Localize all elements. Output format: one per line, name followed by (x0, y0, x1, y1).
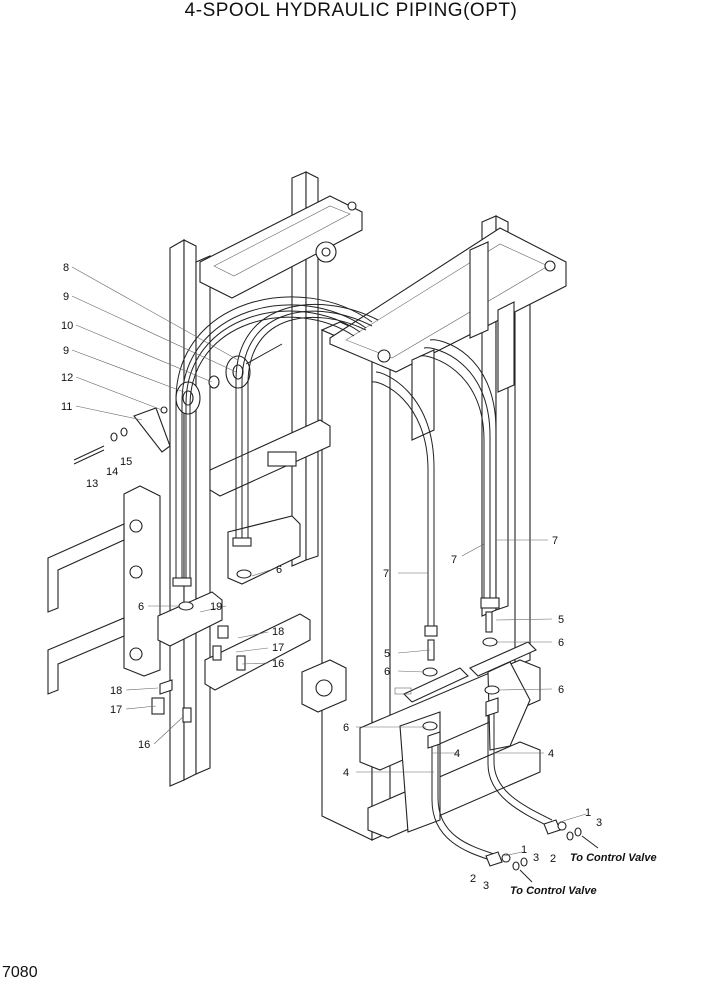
callout-7a: 7 (383, 568, 389, 580)
callout-6a: 6 (138, 601, 144, 613)
callout-18a: 18 (272, 626, 284, 638)
to-control-valve-note-lower: To Control Valve (510, 885, 597, 897)
callout-12: 12 (61, 372, 73, 384)
hydraulic-hoses (175, 296, 553, 861)
callout-5a: 5 (384, 648, 390, 660)
callout-16b: 16 (138, 739, 150, 751)
callout-6c: 6 (384, 666, 390, 678)
callout-11: 11 (61, 401, 72, 413)
callout-16a: 16 (272, 658, 284, 670)
callout-4b: 4 (548, 748, 554, 760)
fittings (151, 537, 599, 883)
callout-13: 13 (86, 478, 98, 490)
callout-18b: 18 (110, 685, 122, 697)
callout-9b: 9 (63, 345, 69, 357)
leader-lines (71, 266, 587, 857)
callout-6f: 6 (343, 722, 349, 734)
inner-mast (47, 171, 363, 787)
callout-7b: 7 (451, 554, 457, 566)
callout-2a: 2 (550, 853, 556, 865)
callout-6d: 6 (558, 637, 564, 649)
callout-4c: 4 (343, 767, 349, 779)
callout-15: 15 (120, 456, 132, 468)
callout-17b: 17 (110, 704, 122, 716)
callout-1b: 1 (521, 844, 527, 856)
callout-19: 19 (210, 601, 222, 613)
callout-6e: 6 (558, 684, 564, 696)
callout-labels: 8 9 10 9 12 11 13 14 15 6 6 19 18 17 16 … (61, 262, 602, 892)
callout-2b: 2 (470, 873, 476, 885)
callout-3c: 3 (483, 880, 489, 892)
to-control-valve-note-upper: To Control Valve (570, 852, 657, 864)
destination-notes: To Control Valve To Control Valve (510, 852, 657, 897)
callout-14: 14 (106, 466, 118, 478)
page-code: 7080 (2, 964, 38, 981)
callout-3b: 3 (533, 852, 539, 864)
callout-5b: 5 (558, 614, 564, 626)
callout-17a: 17 (272, 642, 284, 654)
callout-7c: 7 (552, 535, 558, 547)
callout-1a: 1 (585, 807, 591, 819)
callout-8: 8 (63, 262, 69, 274)
callout-9a: 9 (63, 291, 69, 303)
callout-10: 10 (61, 320, 73, 332)
callout-6b: 6 (276, 564, 282, 576)
callout-4a: 4 (454, 748, 460, 760)
page-title: 4-SPOOL HYDRAULIC PIPING(OPT) (184, 0, 518, 21)
callout-3a: 3 (596, 817, 602, 829)
